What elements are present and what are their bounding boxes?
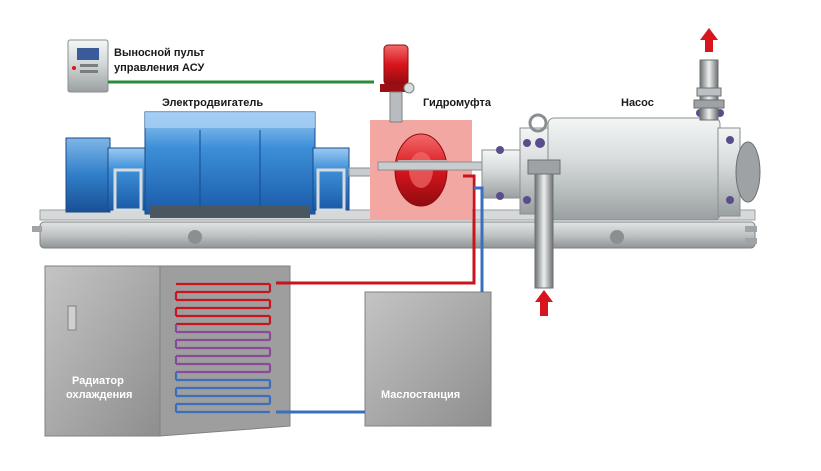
radiator-label-line1: Радиатор	[72, 375, 124, 387]
pump-label: Насос	[621, 97, 654, 109]
hot-oil-line	[276, 174, 476, 285]
oil-station-label: Маслостанция	[381, 389, 460, 401]
electric-motor	[65, 111, 380, 218]
hydraulic-coupling	[370, 44, 483, 220]
remote-control-panel	[67, 39, 109, 93]
flow-inlet-arrow-up-icon	[535, 290, 553, 316]
flow-outlet-arrow-up-icon	[700, 28, 718, 52]
pump	[481, 59, 761, 289]
remote-panel-label-line2: управления АСУ	[114, 62, 205, 74]
coupling-label: Гидромуфта	[423, 97, 492, 109]
radiator-label-line2: охлаждения	[66, 389, 132, 401]
oil-station	[364, 291, 492, 427]
motor-label: Электродвигатель	[162, 97, 263, 109]
cold-oil-line	[474, 186, 484, 292]
cooling-radiator	[44, 265, 291, 437]
remote-panel-label-line1: Выносной пульт	[114, 47, 205, 59]
